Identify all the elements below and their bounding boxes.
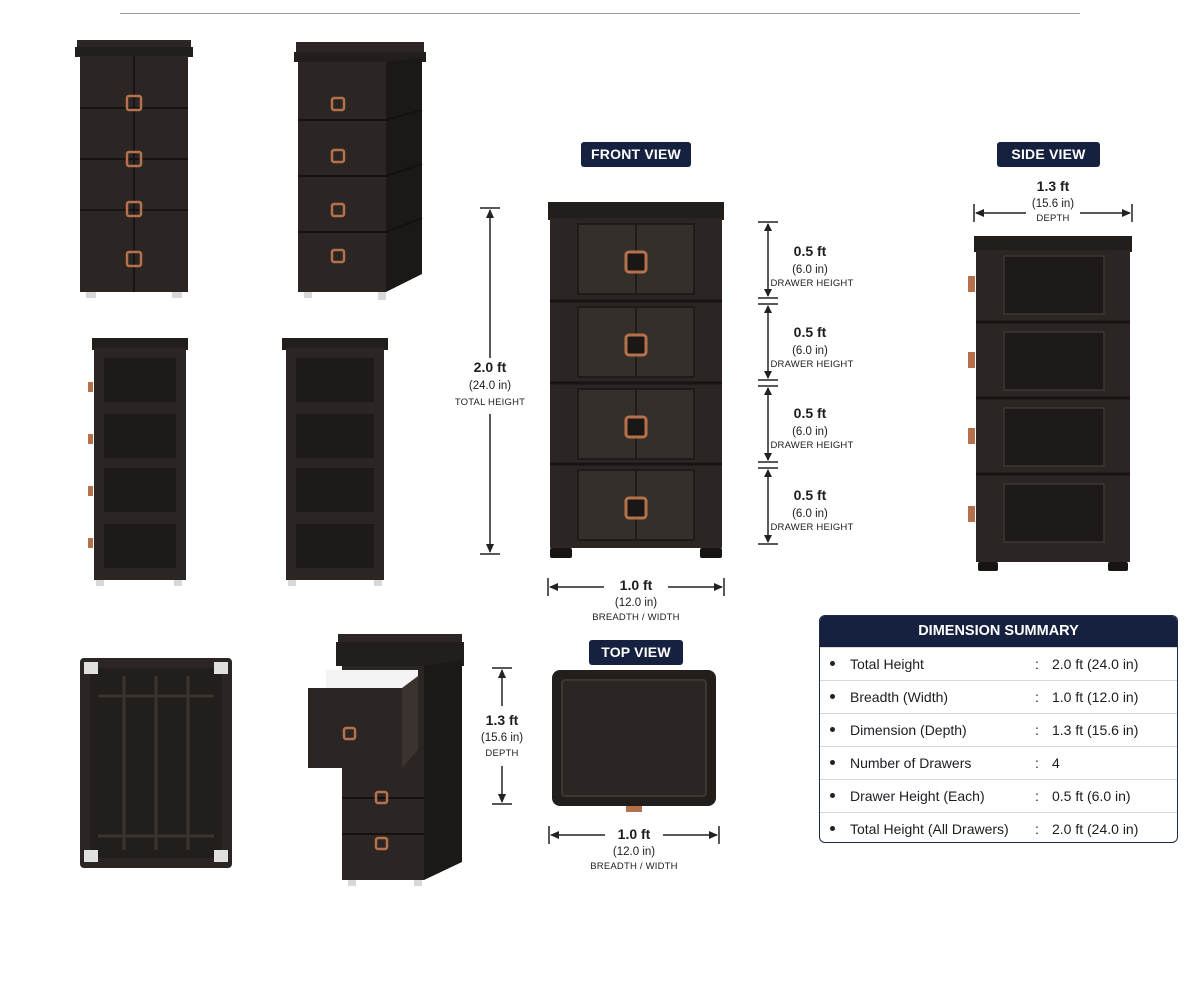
- dimension-summary-table: DIMENSION SUMMARY Total Height : 2.0 ft …: [819, 615, 1178, 843]
- summary-value: 1.0 ft (12.0 in): [1052, 689, 1139, 705]
- drawer-1-height-in: (6.0 in): [792, 264, 828, 276]
- summary-colon: :: [1035, 689, 1039, 705]
- side-view-badge: SIDE VIEW: [997, 142, 1100, 167]
- summary-value: 2.0 ft (24.0 in): [1052, 656, 1139, 672]
- summary-value: 1.3 ft (15.6 in): [1052, 722, 1139, 738]
- summary-label: Number of Drawers: [850, 755, 972, 771]
- top-width-dimension-line: [548, 826, 720, 844]
- top-width-caption: BREADTH / WIDTH: [590, 861, 678, 872]
- summary-title: DIMENSION SUMMARY: [820, 616, 1177, 647]
- bullet-icon: [830, 661, 835, 666]
- drawer-4-height-ft: 0.5 ft: [793, 487, 827, 503]
- summary-value: 2.0 ft (24.0 in): [1052, 821, 1139, 837]
- summary-colon: :: [1035, 755, 1039, 771]
- front-width-dimension-line: [547, 578, 725, 596]
- summary-colon: :: [1035, 722, 1039, 738]
- front-view-badge: FRONT VIEW: [581, 142, 691, 167]
- product-photo-back: [282, 338, 388, 586]
- drawer-height-dimension-lines: [758, 221, 778, 545]
- summary-colon: :: [1035, 821, 1039, 837]
- total-height-ft: 2.0 ft: [473, 359, 507, 375]
- bullet-icon: [830, 727, 835, 732]
- top-width-in: (12.0 in): [612, 846, 656, 858]
- top-view-drawing: [552, 670, 716, 812]
- summary-row: Total Height : 2.0 ft (24.0 in): [820, 647, 1177, 680]
- side-depth-caption: DEPTH: [1036, 213, 1070, 224]
- bullet-icon: [830, 826, 835, 831]
- bullet-icon: [830, 793, 835, 798]
- drawer-4-height-in: (6.0 in): [792, 508, 828, 520]
- front-view-drawing: [548, 202, 724, 558]
- bullet-icon: [830, 760, 835, 765]
- drawer-2-height-caption: DRAWER HEIGHT: [770, 359, 854, 370]
- top-view-badge: TOP VIEW: [589, 640, 683, 665]
- summary-value: 4: [1052, 755, 1060, 771]
- product-photo-angled: [294, 42, 426, 300]
- summary-row: Dimension (Depth) : 1.3 ft (15.6 in): [820, 713, 1177, 746]
- product-photo-open-drawer: [308, 634, 464, 886]
- side-view-drawing: [968, 236, 1132, 571]
- drawer-2-height-ft: 0.5 ft: [793, 324, 827, 340]
- drawer-3-height-caption: DRAWER HEIGHT: [770, 440, 854, 451]
- side-depth-ft: 1.3 ft: [1036, 178, 1070, 194]
- top-depth-ft: 1.3 ft: [485, 712, 519, 728]
- total-height-in: (24.0 in): [468, 380, 512, 392]
- summary-label: Total Height (All Drawers): [850, 821, 1009, 837]
- summary-row: Total Height (All Drawers) : 2.0 ft (24.…: [820, 812, 1177, 842]
- top-depth-caption: DEPTH: [485, 748, 519, 759]
- summary-row: Number of Drawers : 4: [820, 746, 1177, 779]
- product-photo-side: [88, 338, 188, 586]
- summary-row: Breadth (Width) : 1.0 ft (12.0 in): [820, 680, 1177, 713]
- summary-label: Breadth (Width): [850, 689, 949, 705]
- drawer-4-height-caption: DRAWER HEIGHT: [770, 522, 854, 533]
- side-depth-dimension-line: [973, 204, 1133, 222]
- summary-label: Total Height: [850, 656, 924, 672]
- top-depth-in: (15.6 in): [480, 732, 524, 744]
- drawer-1-height-caption: DRAWER HEIGHT: [770, 278, 854, 289]
- summary-label: Dimension (Depth): [850, 722, 967, 738]
- product-photo-bottom: [80, 658, 232, 868]
- drawer-2-height-in: (6.0 in): [792, 345, 828, 357]
- drawer-1-height-ft: 0.5 ft: [793, 243, 827, 259]
- summary-label: Drawer Height (Each): [850, 788, 985, 804]
- summary-value: 0.5 ft (6.0 in): [1052, 788, 1131, 804]
- front-width-in: (12.0 in): [614, 597, 658, 609]
- total-height-caption: TOTAL HEIGHT: [454, 397, 526, 408]
- top-depth-dimension-line: [492, 667, 512, 805]
- drawer-3-height-in: (6.0 in): [792, 426, 828, 438]
- summary-colon: :: [1035, 788, 1039, 804]
- bullet-icon: [830, 694, 835, 699]
- total-height-dimension-line: [480, 207, 500, 555]
- side-depth-in: (15.6 in): [1031, 198, 1075, 210]
- summary-colon: :: [1035, 656, 1039, 672]
- top-width-ft: 1.0 ft: [617, 826, 651, 842]
- front-width-caption: BREADTH / WIDTH: [592, 612, 680, 623]
- top-divider: [120, 13, 1080, 14]
- summary-row: Drawer Height (Each) : 0.5 ft (6.0 in): [820, 779, 1177, 812]
- drawer-3-height-ft: 0.5 ft: [793, 405, 827, 421]
- product-photo-front: [75, 40, 193, 298]
- front-width-ft: 1.0 ft: [619, 577, 653, 593]
